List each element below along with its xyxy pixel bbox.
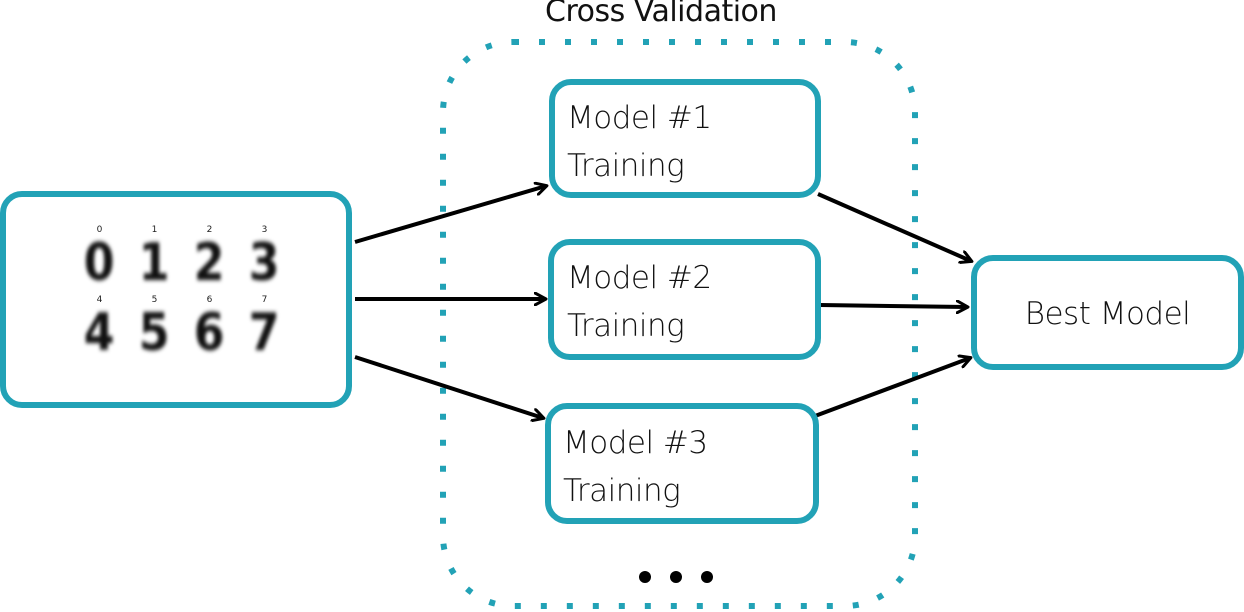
cross-validation-title: Cross Validation bbox=[545, 0, 777, 29]
arrow-model-3-to-best bbox=[814, 358, 970, 418]
model-1-box bbox=[549, 79, 821, 198]
digit-sample: 0 0 bbox=[72, 225, 127, 291]
cross-validation-region bbox=[440, 39, 918, 609]
model-2-title: Model #2 bbox=[567, 260, 712, 296]
digit-image: 7 bbox=[249, 303, 280, 363]
digit-sample: 2 2 bbox=[182, 225, 237, 291]
digit-image: 3 bbox=[249, 233, 280, 293]
digit-index: 7 bbox=[261, 295, 268, 305]
model-2-subtitle: Training bbox=[567, 308, 685, 344]
digit-index: 4 bbox=[96, 295, 103, 305]
digit-index: 3 bbox=[261, 225, 268, 235]
arrow-input-to-model-3 bbox=[354, 355, 543, 418]
arrow-model-2-to-best bbox=[819, 305, 967, 307]
model-3-box bbox=[545, 403, 819, 524]
model-3-label: Model #3 Training bbox=[563, 419, 708, 515]
ellipsis-dot bbox=[639, 571, 651, 583]
arrow-input-to-model-1 bbox=[354, 186, 546, 244]
digit-index: 2 bbox=[206, 225, 213, 235]
digit-image: 0 bbox=[84, 233, 115, 293]
digit-index: 0 bbox=[96, 225, 103, 235]
digit-image: 5 bbox=[139, 303, 170, 363]
digit-sample: 5 5 bbox=[127, 295, 182, 361]
digit-index: 5 bbox=[151, 295, 158, 305]
digit-image: 2 bbox=[194, 233, 225, 293]
input-dataset-box bbox=[0, 191, 352, 408]
digit-sample: 3 3 bbox=[237, 225, 292, 291]
digit-image: 6 bbox=[194, 303, 225, 363]
digit-image: 4 bbox=[84, 303, 115, 363]
digit-index: 1 bbox=[151, 225, 158, 235]
digit-sample: 1 1 bbox=[127, 225, 182, 291]
best-model-label: Best Model bbox=[1024, 296, 1191, 332]
model-2-box bbox=[548, 239, 821, 360]
model-3-title: Model #3 bbox=[563, 425, 708, 461]
ellipsis-dot bbox=[701, 571, 713, 583]
ellipsis-dot bbox=[670, 571, 682, 583]
digit-sample: 7 7 bbox=[237, 295, 292, 361]
model-1-title: Model #1 bbox=[567, 100, 712, 136]
model-1-subtitle: Training bbox=[567, 148, 685, 184]
digit-sample: 4 4 bbox=[72, 295, 127, 361]
digit-samples-grid: 0 0 1 1 2 2 3 3 4 4 5 5 6 6 7 7 bbox=[72, 225, 292, 361]
arrow-model-1-to-best bbox=[817, 192, 971, 261]
best-model-box bbox=[971, 255, 1244, 370]
digit-index: 6 bbox=[206, 295, 213, 305]
model-1-label: Model #1 Training bbox=[567, 94, 712, 190]
model-2-label: Model #2 Training bbox=[567, 254, 712, 350]
digit-sample: 6 6 bbox=[182, 295, 237, 361]
model-3-subtitle: Training bbox=[563, 473, 681, 509]
digit-image: 1 bbox=[139, 233, 170, 293]
